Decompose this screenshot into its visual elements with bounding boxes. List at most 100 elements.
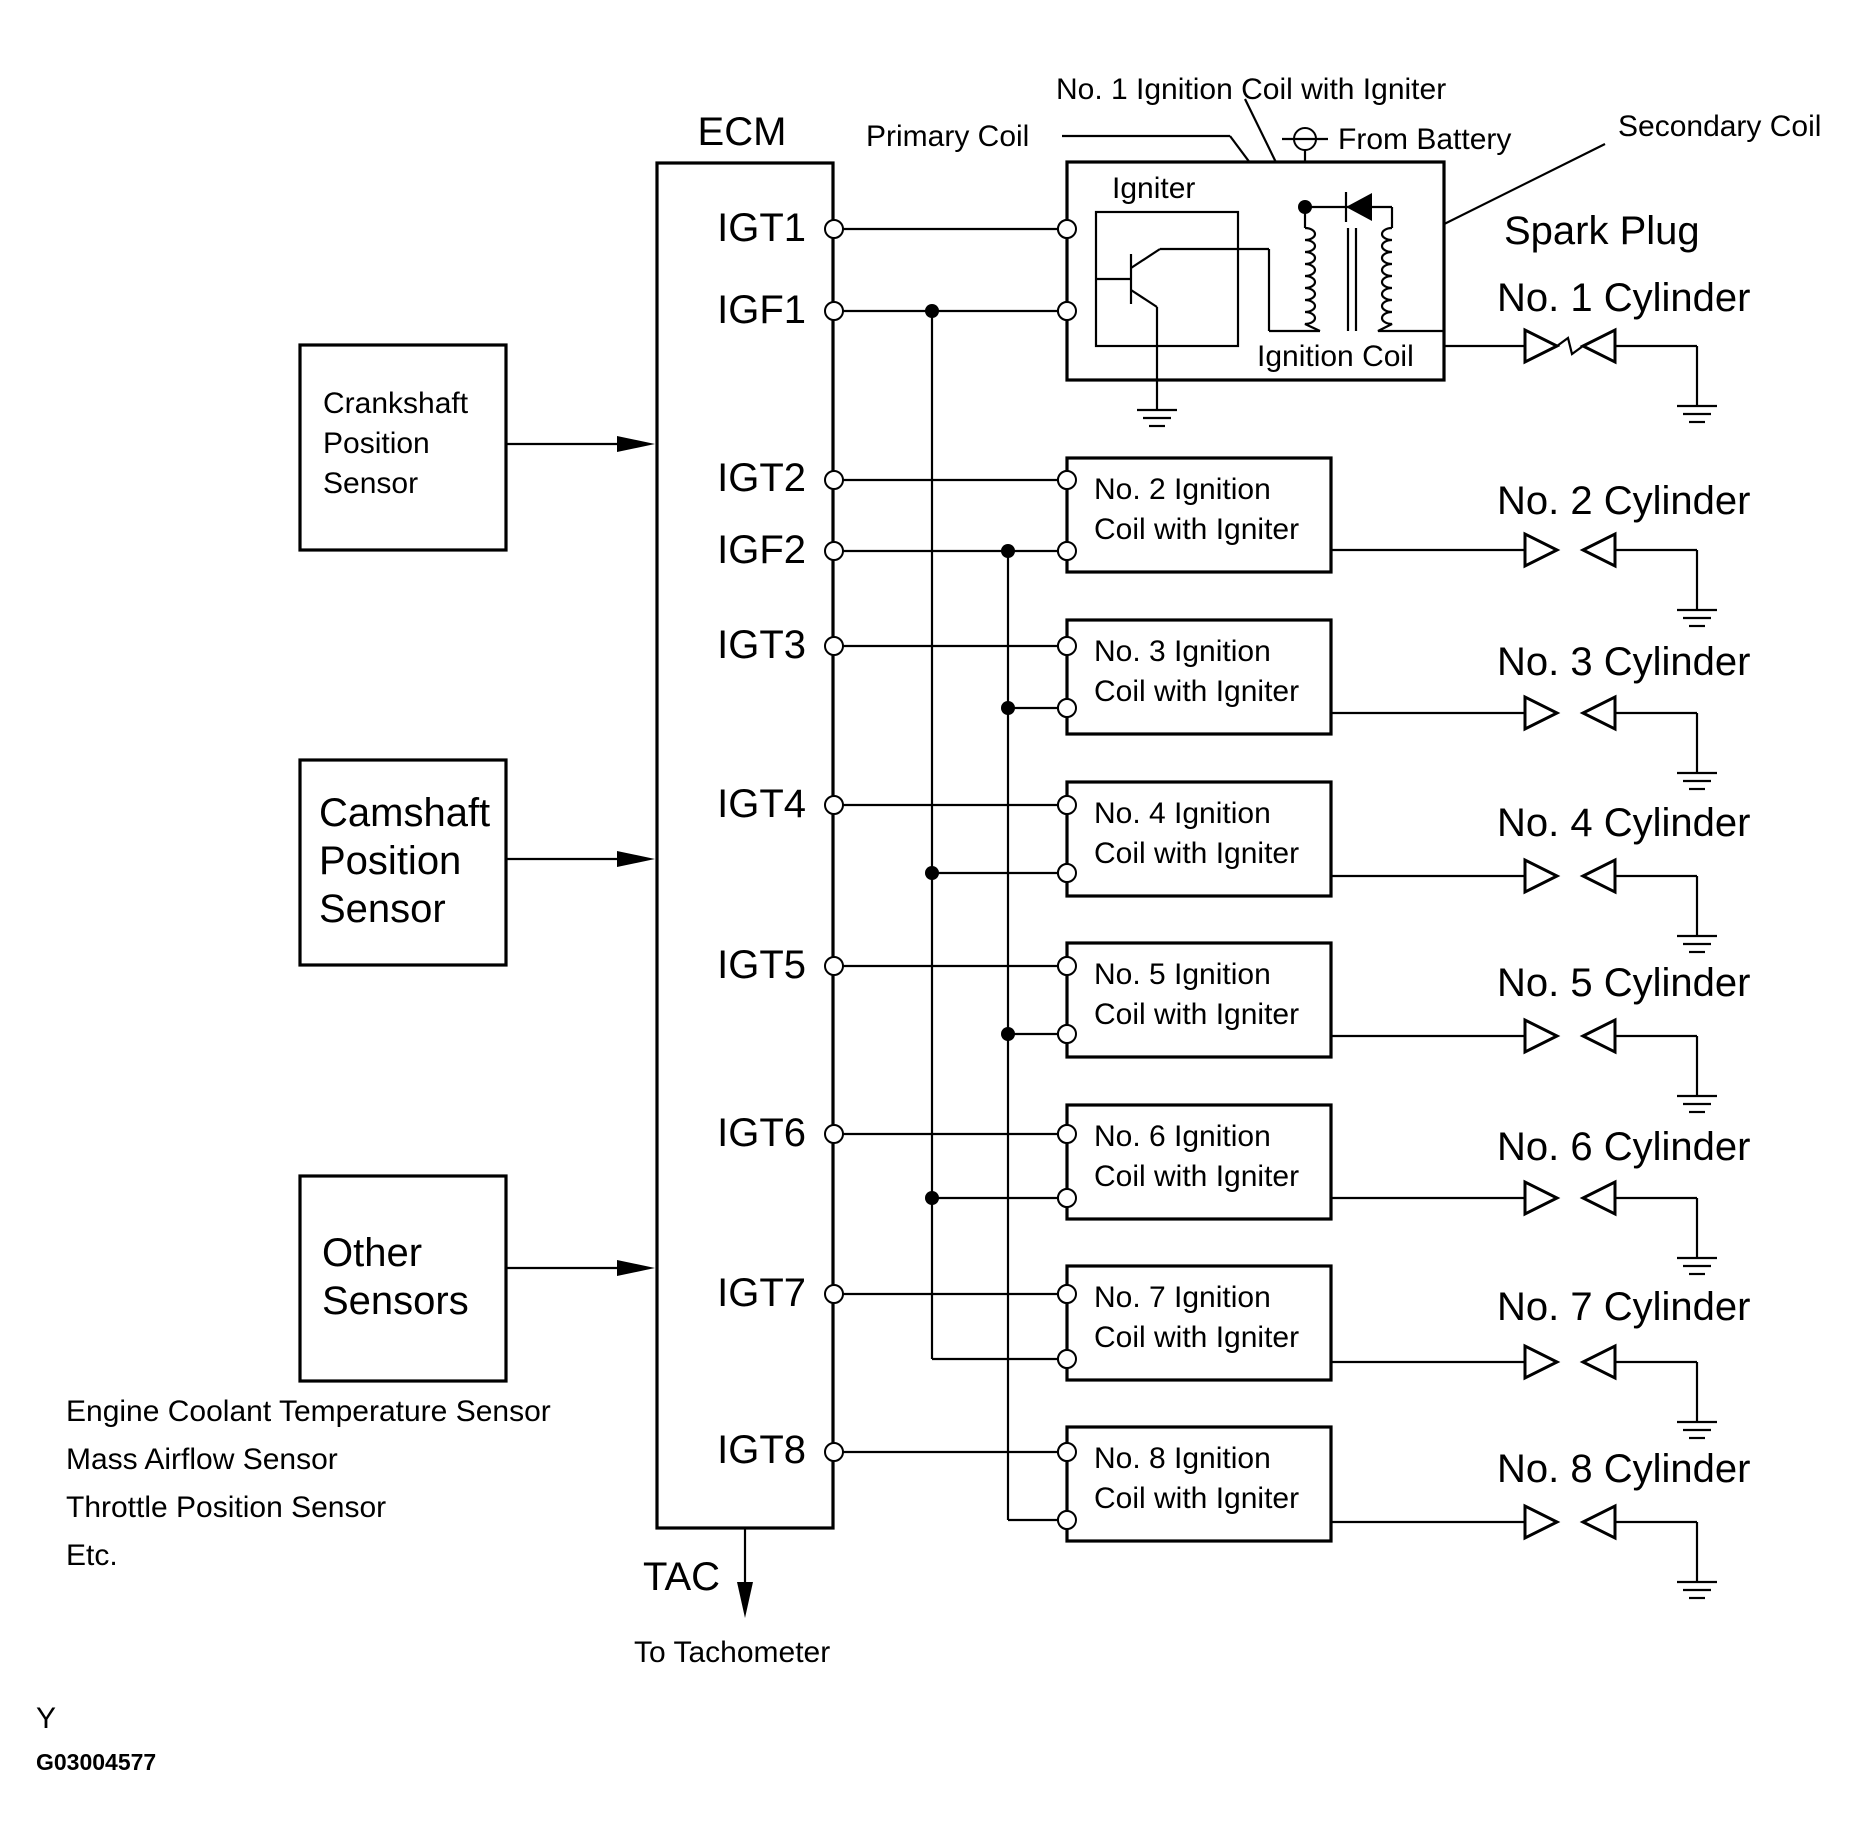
- coil-label: No. 2 Ignition: [1094, 473, 1271, 506]
- ecm-terminal: [824, 795, 844, 815]
- coil-terminal: [1057, 636, 1077, 656]
- cylinder-no2: No. 2 Cylinder: [1331, 479, 1750, 628]
- spark-plug-electrode: [1579, 857, 1617, 895]
- no1-coil-title: No. 1 Ignition Coil with Igniter: [1056, 73, 1446, 106]
- tac-output-arrow: [737, 1582, 753, 1618]
- from-battery-label: From Battery: [1338, 123, 1511, 156]
- spark-plug-electrode: [1523, 857, 1561, 895]
- coil-terminal: [1057, 1024, 1077, 1044]
- camshaft-sensor-label-2: Position: [319, 839, 461, 883]
- spark-plug-electrode: [1523, 1017, 1561, 1055]
- cylinder-no1: No. 1 Cylinder: [1444, 276, 1750, 424]
- spark-plug-electrode: [1523, 694, 1561, 732]
- cylinder-no7: No. 7 Cylinder: [1331, 1285, 1750, 1440]
- ecm-terminal: [824, 470, 844, 490]
- crankshaft-signal-arrow: [617, 436, 655, 452]
- cylinder-label: No. 5 Cylinder: [1497, 961, 1750, 1005]
- ecm-pin-igt7: IGT7: [717, 1271, 806, 1315]
- ecm-pin-igt2: IGT2: [717, 456, 806, 500]
- coil-terminals: [1057, 219, 1077, 1530]
- coil-terminal: [1057, 698, 1077, 718]
- coil-label: Coil with Igniter: [1094, 1482, 1299, 1515]
- figure-mark: Y: [36, 1702, 56, 1735]
- spark-plug-electrode: [1579, 531, 1617, 569]
- coil-terminal: [1057, 301, 1077, 321]
- spark-plug-electrode: [1579, 327, 1617, 365]
- coil-terminal: [1057, 1284, 1077, 1304]
- ecm-terminal: [824, 1124, 844, 1144]
- coil-terminal: [1057, 956, 1077, 976]
- ecm-terminal: [824, 956, 844, 976]
- coil-label: Coil with Igniter: [1094, 1160, 1299, 1193]
- ecm-terminal: [824, 1442, 844, 1462]
- junction-dot: [925, 866, 939, 880]
- coil-terminal: [1057, 470, 1077, 490]
- coil-terminal: [1057, 1349, 1077, 1369]
- diode-symbol: [1346, 193, 1372, 221]
- spark-plug-electrode: [1523, 1343, 1561, 1381]
- spark-gap: [1556, 336, 1584, 356]
- figure-code: G03004577: [36, 1749, 156, 1775]
- junction-dot: [925, 304, 939, 318]
- coil-label: No. 5 Ignition: [1094, 958, 1271, 991]
- coil-terminal: [1057, 1188, 1077, 1208]
- ecm-terminal: [824, 219, 844, 239]
- spark-plug-electrode: [1523, 1179, 1561, 1217]
- ecm-terminal: [824, 541, 844, 561]
- secondary-coil-winding: [1377, 226, 1444, 333]
- ecm-terminal: [824, 636, 844, 656]
- ecm-pin-igt1: IGT1: [717, 206, 806, 250]
- cylinder-label: No. 1 Cylinder: [1497, 276, 1750, 320]
- coil-terminal: [1057, 795, 1077, 815]
- camshaft-position-sensor: Camshaft Position Sensor: [298, 758, 508, 967]
- igniter-label: Igniter: [1112, 172, 1195, 205]
- coil-terminal: [1057, 1442, 1077, 1462]
- other-sensors-signal-arrow: [617, 1260, 655, 1276]
- camshaft-signal-arrow: [617, 851, 655, 867]
- primary-coil-winding: [1304, 226, 1321, 332]
- ecm-block: ECM IGT1 IGF1 IGT2 IGF2 IGT3 IGT4 IGT5 I…: [655, 110, 835, 1530]
- other-sensor-item: Throttle Position Sensor: [66, 1491, 386, 1524]
- spark-plug-electrode: [1579, 1179, 1617, 1217]
- junction-dot: [1001, 701, 1015, 715]
- cylinder-label: No. 6 Cylinder: [1497, 1125, 1750, 1169]
- cylinder-no8: No. 8 Cylinder: [1331, 1447, 1750, 1600]
- cylinder-no4: No. 4 Cylinder: [1331, 801, 1750, 954]
- coil-label: No. 7 Ignition: [1094, 1281, 1271, 1314]
- crankshaft-sensor-label-2: Position: [323, 427, 430, 460]
- other-sensors: Other Sensors: [298, 1174, 508, 1383]
- coil-label: No. 8 Ignition: [1094, 1442, 1271, 1475]
- coil-terminal: [1057, 541, 1077, 561]
- no1-ignition-coil-with-igniter: No. 1 Ignition Coil with Igniter Primary…: [866, 73, 1821, 428]
- junction-dot: [1001, 1027, 1015, 1041]
- spark-plug-electrode: [1579, 1343, 1617, 1381]
- coil-terminal: [1057, 1510, 1077, 1530]
- ignition-coil-label: Ignition Coil: [1257, 340, 1414, 373]
- other-sensors-list: Engine Coolant Temperature Sensor Mass A…: [66, 1395, 551, 1572]
- primary-coil-label: Primary Coil: [866, 120, 1029, 153]
- ecm-pin-igt6: IGT6: [717, 1111, 806, 1155]
- other-sensor-item: Engine Coolant Temperature Sensor: [66, 1395, 551, 1428]
- coil-label: Coil with Igniter: [1094, 998, 1299, 1031]
- wiring: [824, 219, 1077, 1530]
- camshaft-sensor-label-3: Sensor: [319, 887, 446, 931]
- junction-dot: [925, 1191, 939, 1205]
- spark-plug-electrode: [1523, 531, 1561, 569]
- ecm-terminal: [824, 301, 844, 321]
- spark-plug-label: Spark Plug: [1504, 209, 1700, 253]
- cylinder-label: No. 8 Cylinder: [1497, 1447, 1750, 1491]
- tac-label: TAC: [643, 1555, 720, 1599]
- coil-label: Coil with Igniter: [1094, 837, 1299, 870]
- spark-plug-electrode: [1523, 327, 1561, 365]
- other-sensor-item: Mass Airflow Sensor: [66, 1443, 338, 1476]
- ecm-pin-igt5: IGT5: [717, 943, 806, 987]
- ecm-terminal: [824, 1284, 844, 1304]
- coil-terminal: [1057, 863, 1077, 883]
